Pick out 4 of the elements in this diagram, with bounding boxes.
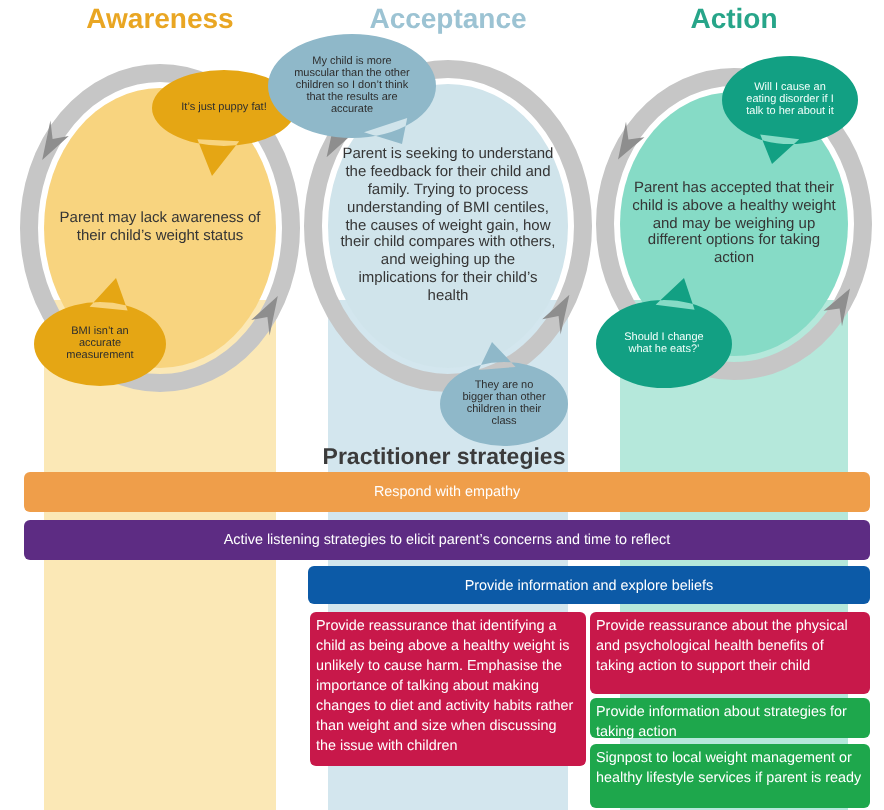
stage-heading: Awareness bbox=[86, 2, 234, 34]
stage-heading: Action bbox=[690, 2, 778, 34]
stage-heading: Acceptance bbox=[369, 2, 527, 34]
section-heading: Practitioner strategies bbox=[322, 446, 566, 472]
